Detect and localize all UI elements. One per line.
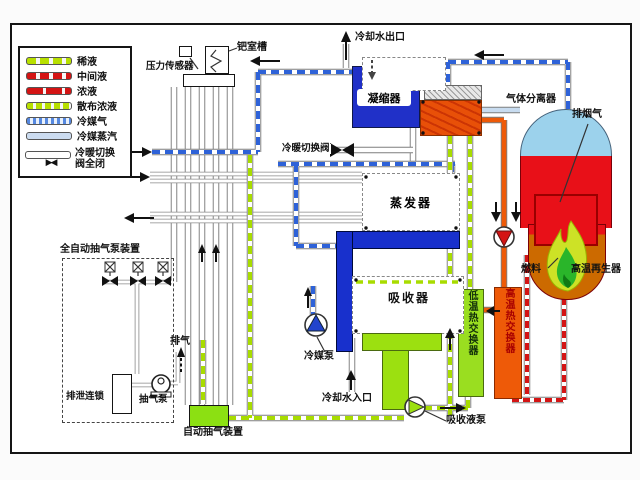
purge-system-label: 全自动抽气泵装置 xyxy=(60,244,140,255)
absorber-label: 吸收器 xyxy=(388,291,431,305)
legend-label: 浓液 xyxy=(77,87,97,98)
pressure-sensor-link xyxy=(189,57,199,70)
lt-heat-exchanger-label: 低温热交换器 xyxy=(466,290,477,356)
legend-item: 冷媒蒸汽 xyxy=(26,128,126,143)
absorbent-pump-label: 吸收液泵 xyxy=(446,415,486,426)
legend-item: 浓液 xyxy=(26,83,126,98)
purge-pipes xyxy=(104,279,181,388)
ht-regenerator-label: 高温再生器 xyxy=(571,264,621,275)
gas-separator-label: 气体分离器 xyxy=(506,94,556,105)
legend-label: 散布浓液 xyxy=(77,102,117,113)
refrigerant-pump-label: 冷媒泵 xyxy=(303,351,335,363)
condenser-vapor-space xyxy=(362,57,446,91)
legend-box: 稀液 中间液 浓液 散布浓液 冷媒气 冷媒蒸汽 ▶◀ 冷暖切换 阀全闭 xyxy=(18,46,132,178)
fuel-label: 燃料 xyxy=(521,264,541,275)
legend-label: 中间液 xyxy=(77,72,107,83)
flow-arrows xyxy=(120,31,521,413)
ht-heat-exchanger: 高温热交换器 xyxy=(494,287,522,399)
concentrated-solution-pipes xyxy=(512,255,568,404)
closed-valve-icon: ▶◀ xyxy=(45,157,58,168)
lt-heat-exchanger: 低温热交换器 xyxy=(458,289,484,397)
legend-item: ▶◀ 冷暖切换 阀全闭 xyxy=(25,143,126,175)
vacuum-manifold xyxy=(183,74,235,87)
pressure-sensor xyxy=(179,46,192,57)
legend-item: 稀液 xyxy=(26,53,126,68)
switch-valve-label: 冷暖切换阀 xyxy=(281,143,331,154)
legend-line-dilute xyxy=(26,56,72,65)
exhaust-air-label: 排气 xyxy=(170,336,190,347)
switch-valve-icon xyxy=(330,143,354,157)
pressure-sensor-label: 压力传感器 xyxy=(146,61,194,72)
legend-line-concentrated xyxy=(26,86,72,95)
auto-purge-device-label: 自动抽气装置 xyxy=(183,427,243,438)
drain-interlock-tank xyxy=(112,374,132,414)
purge-pump-icon xyxy=(150,374,172,398)
cooling-water-outlet-label: 冷却水出口 xyxy=(355,32,405,43)
pd-chamber-label: 钯室槽 xyxy=(237,42,267,53)
legend-item: 散布浓液 xyxy=(26,98,126,113)
corner-dots xyxy=(354,100,481,333)
legend-line-refrigerant-vapor xyxy=(26,131,72,140)
pd-chamber-coil xyxy=(210,49,223,73)
refrigerant-pump-icon xyxy=(304,313,328,337)
evaporator: 蒸发器 xyxy=(362,173,460,231)
purge-system-enclosure xyxy=(62,258,174,423)
refrigerant-vapor-pipes xyxy=(152,58,572,316)
flame-icon xyxy=(546,220,587,292)
purge-pump-label: 抽气泵 xyxy=(139,394,168,405)
absorbent-pump-icon xyxy=(404,396,426,418)
solution-pump-icon xyxy=(493,226,515,248)
legend-line-refrigerant-gas xyxy=(26,116,72,125)
legend-line-intermediate xyxy=(26,71,72,80)
smoke-tube-chamber xyxy=(534,194,598,246)
condenser-label: 凝缩器 xyxy=(357,89,411,106)
absorber-stand xyxy=(382,350,409,410)
legend-label: 冷媒气 xyxy=(77,117,107,128)
legend-item: 中间液 xyxy=(26,68,126,83)
legend-label: 稀液 xyxy=(77,57,97,68)
purge-valve-icons xyxy=(102,261,171,286)
ht-heat-exchanger-label: 高温热交换器 xyxy=(503,288,514,354)
dilute-solution-pipes xyxy=(199,136,474,422)
water-pipes xyxy=(150,171,362,224)
auto-purge-device-box xyxy=(189,405,229,427)
pd-chamber-tank xyxy=(205,46,229,74)
legend-item: 冷媒气 xyxy=(26,113,126,128)
legend-label: 冷媒蒸汽 xyxy=(77,132,117,143)
legend-line-spray xyxy=(26,101,72,110)
legend-label: 冷暖切换 阀全闭 xyxy=(75,148,115,170)
drain-interlock-label: 排泄连锁 xyxy=(66,391,105,402)
leader-lines xyxy=(228,47,589,422)
exhaust-smoke-label: 排烟气 xyxy=(572,109,602,120)
lt-regenerator xyxy=(420,100,482,136)
legend-line-closed-valve xyxy=(25,150,71,159)
cooling-water-inlet-label: 冷却水入口 xyxy=(322,393,372,404)
